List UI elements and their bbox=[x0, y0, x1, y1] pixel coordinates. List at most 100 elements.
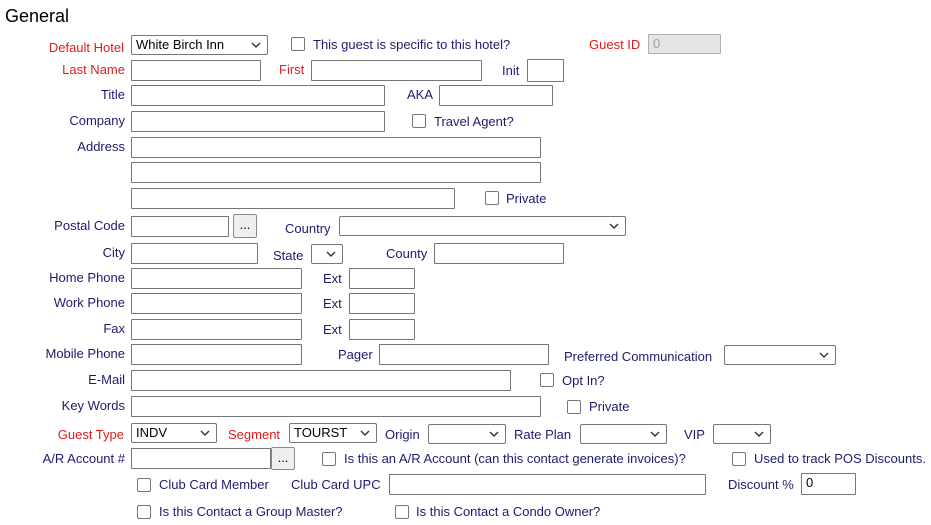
home-phone-input[interactable] bbox=[131, 268, 302, 289]
last-name-input[interactable] bbox=[131, 60, 261, 81]
is-ar-account-label: Is this an A/R Account (can this contact… bbox=[344, 451, 686, 466]
email-input[interactable] bbox=[131, 370, 511, 391]
address-line3-input[interactable] bbox=[131, 188, 455, 209]
aka-input[interactable] bbox=[439, 85, 553, 106]
rate-plan-select[interactable] bbox=[580, 424, 667, 444]
postal-code-input[interactable] bbox=[131, 216, 229, 237]
section-title: General bbox=[5, 6, 70, 26]
group-master-checkbox[interactable] bbox=[137, 505, 151, 519]
guest-id-label: Guest ID bbox=[589, 37, 641, 52]
chevron-down-icon bbox=[489, 431, 499, 437]
rate-plan-label: Rate Plan bbox=[514, 427, 572, 442]
postal-lookup-button[interactable]: ... bbox=[233, 214, 257, 238]
address-private-label: Private bbox=[506, 191, 547, 206]
preferred-communication-label: Preferred Communication bbox=[564, 349, 713, 364]
aka-label: AKA bbox=[407, 87, 434, 102]
preferred-communication-select[interactable] bbox=[724, 345, 836, 365]
first-name-input[interactable] bbox=[311, 60, 482, 81]
postal-code-label: Postal Code bbox=[54, 218, 125, 233]
mobile-phone-input[interactable] bbox=[131, 344, 302, 365]
pos-discounts-checkbox[interactable] bbox=[732, 452, 746, 466]
home-phone-label: Home Phone bbox=[49, 270, 125, 285]
guest-id-field: 0 bbox=[648, 34, 721, 54]
fax-ext-label: Ext bbox=[323, 322, 342, 337]
email-label: E-Mail bbox=[88, 372, 125, 387]
city-input[interactable] bbox=[131, 243, 258, 264]
country-label: Country bbox=[285, 221, 331, 236]
chevron-down-icon bbox=[200, 430, 210, 436]
group-master-label: Is this Contact a Group Master? bbox=[159, 504, 343, 519]
ar-lookup-button[interactable]: ... bbox=[271, 447, 295, 470]
state-select[interactable] bbox=[311, 244, 343, 264]
discount-label: Discount % bbox=[728, 477, 794, 492]
key-words-private-checkbox[interactable] bbox=[567, 400, 581, 414]
segment-select[interactable]: TOURST bbox=[289, 423, 377, 443]
mobile-phone-label: Mobile Phone bbox=[45, 346, 126, 361]
default-hotel-select[interactable]: White Birch Inn bbox=[131, 35, 268, 55]
county-label: County bbox=[386, 246, 428, 261]
title-input[interactable] bbox=[131, 85, 385, 106]
chevron-down-icon bbox=[326, 251, 336, 257]
pager-input[interactable] bbox=[379, 344, 549, 365]
key-words-private-label: Private bbox=[589, 399, 630, 414]
chevron-down-icon bbox=[819, 352, 829, 358]
home-ext-label: Ext bbox=[323, 271, 342, 286]
default-hotel-label: Default Hotel bbox=[48, 40, 124, 55]
address-label: Address bbox=[77, 139, 125, 154]
chevron-down-icon bbox=[360, 430, 370, 436]
work-phone-label: Work Phone bbox=[53, 295, 125, 310]
discount-input[interactable]: 0 bbox=[801, 473, 856, 495]
vip-select[interactable] bbox=[713, 424, 771, 444]
origin-select[interactable] bbox=[428, 424, 506, 444]
condo-owner-checkbox[interactable] bbox=[395, 505, 409, 519]
city-label: City bbox=[102, 245, 125, 260]
company-label: Company bbox=[69, 113, 125, 128]
is-ar-account-checkbox[interactable] bbox=[322, 452, 336, 466]
last-name-label: Last Name bbox=[62, 62, 125, 77]
club-card-member-label: Club Card Member bbox=[159, 477, 269, 492]
state-label: State bbox=[273, 248, 304, 263]
guest-type-select[interactable]: INDV bbox=[131, 423, 217, 443]
fax-ext-input[interactable] bbox=[349, 319, 415, 340]
club-card-upc-label: Club Card UPC bbox=[291, 477, 381, 492]
ar-account-input[interactable] bbox=[131, 448, 271, 469]
origin-label: Origin bbox=[385, 427, 420, 442]
work-ext-label: Ext bbox=[323, 296, 342, 311]
travel-agent-label: Travel Agent? bbox=[434, 114, 514, 129]
work-ext-input[interactable] bbox=[349, 293, 415, 314]
first-name-label: First bbox=[279, 62, 305, 77]
init-label: Init bbox=[502, 63, 520, 78]
chevron-down-icon bbox=[609, 223, 619, 229]
ar-account-label: A/R Account # bbox=[42, 451, 125, 466]
guest-type-value: INDV bbox=[136, 425, 168, 440]
pager-label: Pager bbox=[338, 347, 373, 362]
address-line2-input[interactable] bbox=[131, 162, 541, 183]
key-words-input[interactable] bbox=[131, 396, 541, 417]
address-private-checkbox[interactable] bbox=[485, 191, 499, 205]
home-ext-input[interactable] bbox=[349, 268, 415, 289]
guest-type-label: Guest Type bbox=[57, 427, 124, 442]
chevron-down-icon bbox=[251, 42, 261, 48]
segment-label: Segment bbox=[228, 427, 281, 442]
opt-in-checkbox[interactable] bbox=[540, 373, 554, 387]
fax-label: Fax bbox=[103, 321, 125, 336]
company-input[interactable] bbox=[131, 111, 385, 132]
county-input[interactable] bbox=[434, 243, 564, 264]
vip-label: VIP bbox=[684, 427, 705, 442]
pos-discounts-label: Used to track POS Discounts. bbox=[754, 451, 926, 466]
title-label: Title bbox=[100, 87, 125, 102]
fax-input[interactable] bbox=[131, 319, 302, 340]
hotel-specific-label: This guest is specific to this hotel? bbox=[313, 37, 511, 52]
club-card-upc-input[interactable] bbox=[389, 474, 706, 495]
club-card-member-checkbox[interactable] bbox=[137, 478, 151, 492]
init-input[interactable] bbox=[527, 59, 564, 82]
segment-value: TOURST bbox=[294, 425, 348, 440]
address-line1-input[interactable] bbox=[131, 137, 541, 158]
default-hotel-value: White Birch Inn bbox=[136, 37, 225, 52]
opt-in-label: Opt In? bbox=[562, 373, 605, 388]
country-select[interactable] bbox=[339, 216, 626, 236]
key-words-label: Key Words bbox=[61, 398, 125, 413]
hotel-specific-checkbox[interactable] bbox=[291, 37, 305, 51]
travel-agent-checkbox[interactable] bbox=[412, 114, 426, 128]
work-phone-input[interactable] bbox=[131, 293, 302, 314]
